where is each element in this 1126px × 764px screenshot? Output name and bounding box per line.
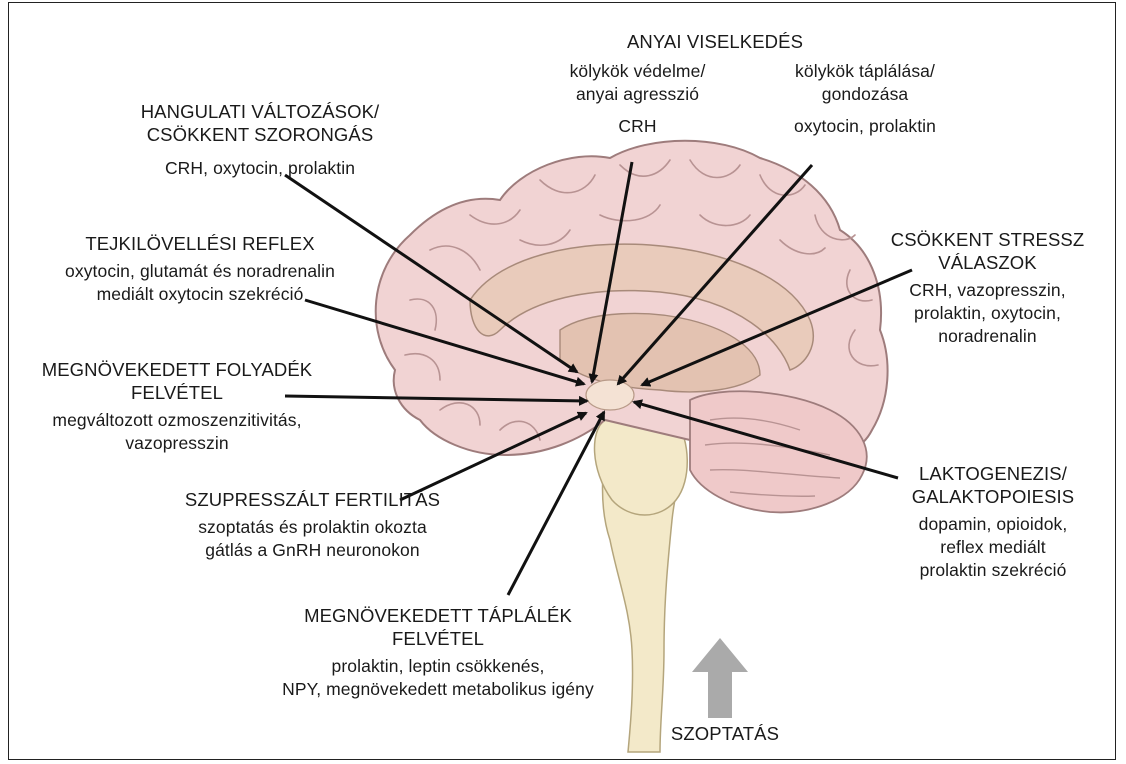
milk-ejection-label: TEJKILÖVELLÉSI REFLEX oxytocin, glutamát… [20,232,380,306]
fluid-title-2: FELVÉTEL [22,381,332,404]
maternal-right-line2: gondozása [765,83,965,106]
lacto-desc-3: prolaktin szekréció [893,559,1093,582]
milk-desc-1: oxytocin, glutamát és noradrenalin [20,260,380,283]
nursing-title: SZOPTATÁS [665,722,785,745]
lacto-title-2: GALAKTOPOIESIS [893,485,1093,508]
fluid-intake-label: MEGNÖVEKEDETT FOLYADÉK FELVÉTEL megválto… [22,358,332,455]
lacto-desc-1: dopamin, opioidok, [893,513,1093,536]
fertility-title: SZUPRESSZÁLT FERTILITÁS [170,488,455,511]
stress-title-2: VÁLASZOK [875,251,1100,274]
maternal-left-line1: kölykök védelme/ [555,60,720,83]
nursing-label: SZOPTATÁS [665,722,785,745]
stress-desc-2: prolaktin, oxytocin, [875,302,1100,325]
mood-label: HANGULATI VÁLTOZÁSOK/ CSÖKKENT SZORONGÁS… [100,100,420,180]
hypothalamus [586,380,634,410]
mood-desc: CRH, oxytocin, prolaktin [100,157,420,180]
stress-desc-3: noradrenalin [875,325,1100,348]
fluid-desc-2: vazopresszin [22,432,332,455]
stress-response-label: CSÖKKENT STRESSZ VÁLASZOK CRH, vazopress… [875,228,1100,348]
lactogenesis-label: LAKTOGENEZIS/ GALAKTOPOIESIS dopamin, op… [893,462,1093,582]
maternal-left-hormone: CRH [555,115,720,138]
mood-title-2: CSÖKKENT SZORONGÁS [100,123,420,146]
food-intake-label: MEGNÖVEKEDETT TÁPLÁLÉK FELVÉTEL prolakti… [238,604,638,701]
fluid-desc-1: megváltozott ozmoszenzitivitás, [22,409,332,432]
stress-desc-1: CRH, vazopresszin, [875,279,1100,302]
maternal-right-label: kölykök táplálása/ gondozása oxytocin, p… [765,60,965,138]
fluid-title-1: MEGNÖVEKEDETT FOLYADÉK [22,358,332,381]
food-desc-1: prolaktin, leptin csökkenés, [238,655,638,678]
food-title-1: MEGNÖVEKEDETT TÁPLÁLÉK [238,604,638,627]
maternal-right-hormone: oxytocin, prolaktin [765,115,965,138]
fertility-desc-2: gátlás a GnRH neuronokon [170,539,455,562]
maternal-left-line2: anyai agresszió [555,83,720,106]
milk-title: TEJKILÖVELLÉSI REFLEX [20,232,380,255]
food-title-2: FELVÉTEL [238,627,638,650]
fertility-desc-1: szoptatás és prolaktin okozta [170,516,455,539]
nursing-arrow [692,638,748,718]
maternal-right-line1: kölykök táplálása/ [765,60,965,83]
maternal-title: ANYAI VISELKEDÉS [550,30,880,53]
stress-title-1: CSÖKKENT STRESSZ [875,228,1100,251]
maternal-left-label: kölykök védelme/ anyai agresszió CRH [555,60,720,138]
food-desc-2: NPY, megnövekedett metabolikus igény [238,678,638,701]
maternal-behavior-label: ANYAI VISELKEDÉS [550,30,880,53]
milk-desc-2: mediált oxytocin szekréció [20,283,380,306]
mood-title-1: HANGULATI VÁLTOZÁSOK/ [100,100,420,123]
lacto-title-1: LAKTOGENEZIS/ [893,462,1093,485]
lacto-desc-2: reflex mediált [893,536,1093,559]
fertility-label: SZUPRESSZÁLT FERTILITÁS szoptatás és pro… [170,488,455,562]
